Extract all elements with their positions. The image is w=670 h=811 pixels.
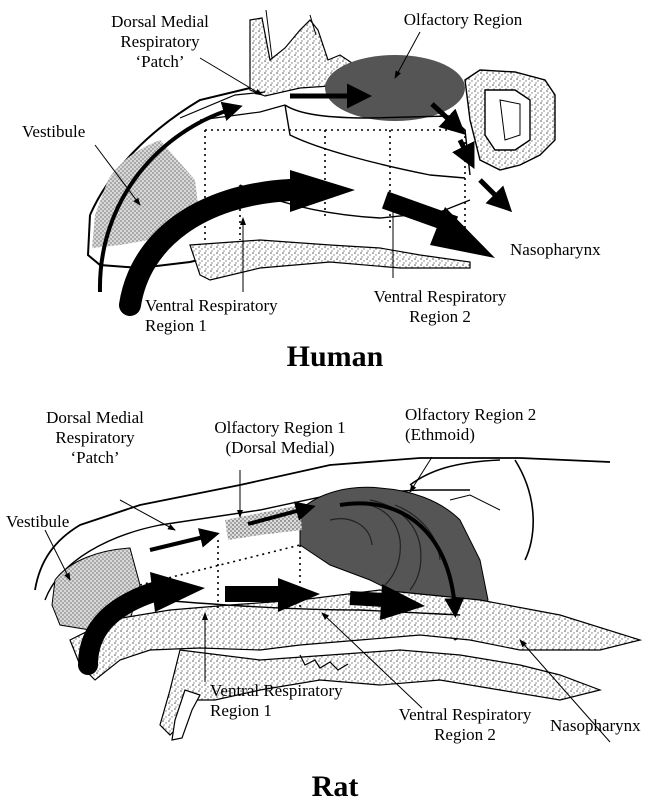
rat-olfactory2-line1: Olfactory Region 2	[405, 405, 536, 425]
human-title: Human	[235, 340, 435, 374]
rat-olfactory2-line2: (Ethmoid)	[405, 425, 536, 445]
human-olfactory-region	[325, 55, 465, 121]
rat-ventral1-line2: Region 1	[210, 701, 343, 721]
rat-ventral1-line1: Ventral Respiratory	[210, 681, 343, 701]
rat-nasopharynx-label: Nasopharynx	[550, 716, 641, 736]
rat-dorsal-medial-line2: Respiratory	[20, 428, 170, 448]
rat-olfactory1-line2: (Dorsal Medial)	[190, 438, 370, 458]
rat-olfactory2-label: Olfactory Region 2 (Ethmoid)	[405, 405, 536, 445]
human-ventral1-label: Ventral Respiratory Region 1	[145, 296, 278, 336]
rat-vestibule-label: Vestibule	[6, 512, 69, 532]
human-ventral2-label: Ventral Respiratory Region 2	[345, 287, 535, 327]
rat-dorsal-medial-label: Dorsal Medial Respiratory ‘Patch’	[20, 408, 170, 468]
rat-ventral1-label: Ventral Respiratory Region 1	[210, 681, 343, 721]
human-ventral1-line1: Ventral Respiratory	[145, 296, 278, 316]
rat-ventral2-label: Ventral Respiratory Region 2	[370, 705, 560, 745]
rat-dorsal-medial-line1: Dorsal Medial	[20, 408, 170, 428]
human-nasopharynx-label: Nasopharynx	[510, 240, 601, 260]
human-palate-bone	[190, 240, 470, 280]
human-dorsal-medial-line2: Respiratory	[85, 32, 235, 52]
rat-olfactory1-label: Olfactory Region 1 (Dorsal Medial)	[190, 418, 370, 458]
human-ventral2-line1: Ventral Respiratory	[345, 287, 535, 307]
rat-ventral2-line1: Ventral Respiratory	[370, 705, 560, 725]
rat-title: Rat	[235, 770, 435, 804]
rat-olfactory1-region	[225, 505, 302, 540]
rat-ventral2-line2: Region 2	[370, 725, 560, 745]
rat-olfactory1-line1: Olfactory Region 1	[190, 418, 370, 438]
human-dorsal-medial-label: Dorsal Medial Respiratory ‘Patch’	[85, 12, 235, 72]
human-olfactory-label: Olfactory Region	[388, 10, 538, 30]
human-ventral2-line2: Region 2	[345, 307, 535, 327]
human-ventral1-line2: Region 1	[145, 316, 278, 336]
human-dorsal-medial-line3: ‘Patch’	[85, 52, 235, 72]
rat-dorsal-medial-line3: ‘Patch’	[20, 448, 170, 468]
human-dorsal-medial-line1: Dorsal Medial	[85, 12, 235, 32]
human-vestibule-label: Vestibule	[22, 122, 85, 142]
